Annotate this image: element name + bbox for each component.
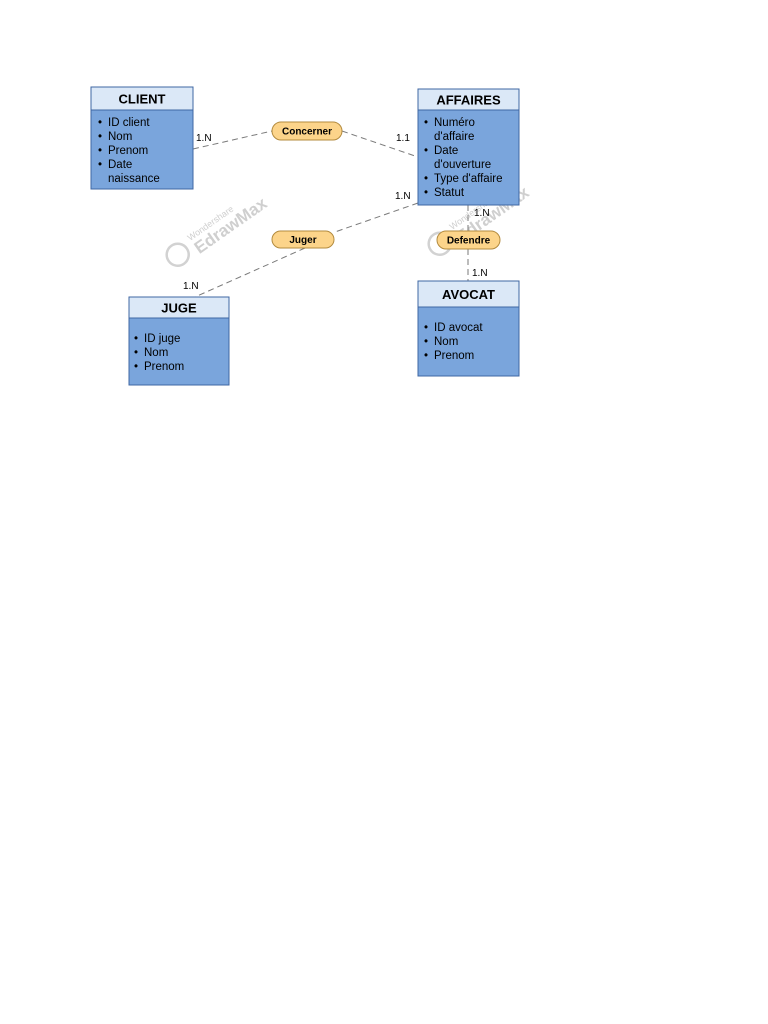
client-attr-1-bullet: • bbox=[98, 117, 102, 129]
client-attr-id: ID client bbox=[108, 117, 150, 129]
cardinality-avocat-defendre: 1.N bbox=[472, 268, 488, 279]
cardinality-affaires-defendre: 1.N bbox=[474, 208, 490, 219]
entity-juge-body bbox=[128, 317, 230, 386]
relation-juger-label: Juger bbox=[289, 235, 316, 246]
affaires-attr-3-bullet: • bbox=[424, 173, 428, 185]
line-juger-juge bbox=[194, 247, 306, 298]
affaires-attr-1-bullet: • bbox=[424, 117, 428, 129]
relation-concerner-label: Concerner bbox=[282, 127, 332, 138]
entity-affaires[interactable]: AFFAIRES • Numéro d'affaire • Date d'ouv… bbox=[417, 88, 520, 206]
watermark-left: Wondershare EdrawMax bbox=[165, 193, 271, 267]
juge-attr-2-bullet: • bbox=[134, 347, 138, 359]
relation-defendre-label: Defendre bbox=[447, 236, 491, 247]
juge-attr-prenom: Prenom bbox=[144, 361, 184, 373]
relation-defendre[interactable]: Defendre bbox=[436, 230, 501, 250]
affaires-attr-type: Type d'affaire bbox=[434, 173, 502, 185]
entity-juge[interactable]: JUGE • ID juge • Nom • Prenom bbox=[128, 296, 230, 386]
avocat-attr-3-bullet: • bbox=[424, 350, 428, 362]
entity-juge-header bbox=[128, 296, 230, 319]
watermark-logo-icon bbox=[165, 242, 190, 267]
relation-concerner-shape bbox=[271, 121, 343, 141]
juge-attr-1-bullet: • bbox=[134, 333, 138, 345]
avocat-attr-prenom: Prenom bbox=[434, 350, 474, 362]
affaires-attr-date: Date bbox=[434, 145, 458, 157]
line-client-concerner bbox=[192, 130, 273, 150]
entity-juge-title: JUGE bbox=[161, 301, 197, 316]
relation-defendre-shape bbox=[436, 230, 501, 250]
client-attr-3-bullet: • bbox=[98, 145, 102, 157]
avocat-attr-id: ID avocat bbox=[434, 322, 483, 334]
relation-concerner[interactable]: Concerner bbox=[271, 121, 343, 141]
affaires-attr-daffaire: d'affaire bbox=[434, 131, 474, 143]
entity-avocat-body bbox=[417, 306, 520, 377]
client-attr-naissance: naissance bbox=[108, 173, 160, 185]
cardinality-affaires-concerner: 1.1 bbox=[396, 133, 410, 144]
entity-avocat-title: AVOCAT bbox=[442, 287, 495, 302]
entity-client[interactable]: CLIENT • ID client • Nom • Prenom • Date… bbox=[90, 86, 194, 190]
line-affaires-juger bbox=[334, 202, 419, 233]
line-concerner-affaires bbox=[341, 130, 419, 158]
affaires-attr-statut: Statut bbox=[434, 187, 465, 199]
cardinality-client-concerner: 1.N bbox=[196, 133, 212, 144]
client-attr-2-bullet: • bbox=[98, 131, 102, 143]
juge-attr-nom: Nom bbox=[144, 347, 168, 359]
affaires-attr-2-bullet: • bbox=[424, 145, 428, 157]
juge-attr-3-bullet: • bbox=[134, 361, 138, 373]
entity-affaires-title: AFFAIRES bbox=[436, 93, 501, 108]
entity-affaires-header bbox=[417, 88, 520, 111]
entity-client-body bbox=[90, 109, 194, 190]
avocat-attr-1-bullet: • bbox=[424, 322, 428, 334]
avocat-attr-nom: Nom bbox=[434, 336, 458, 348]
entity-client-title: CLIENT bbox=[119, 92, 166, 107]
relation-juger-shape bbox=[271, 230, 335, 249]
avocat-attr-2-bullet: • bbox=[424, 336, 428, 348]
client-attr-date: Date bbox=[108, 159, 132, 171]
entity-avocat[interactable]: AVOCAT • ID avocat • Nom • Prenom bbox=[417, 280, 520, 377]
cardinality-juge-juger: 1.N bbox=[183, 281, 199, 292]
affaires-attr-douverture: d'ouverture bbox=[434, 159, 491, 171]
affaires-attr-4-bullet: • bbox=[424, 187, 428, 199]
juge-attr-id: ID juge bbox=[144, 333, 180, 345]
client-attr-4-bullet: • bbox=[98, 159, 102, 171]
client-attr-nom: Nom bbox=[108, 131, 132, 143]
affaires-attr-numero: Numéro bbox=[434, 117, 475, 129]
entity-avocat-header bbox=[417, 280, 520, 308]
entity-client-header bbox=[90, 86, 194, 111]
client-attr-prenom: Prenom bbox=[108, 145, 148, 157]
cardinality-affaires-juger: 1.N bbox=[395, 191, 411, 202]
relation-juger[interactable]: Juger bbox=[271, 230, 335, 249]
